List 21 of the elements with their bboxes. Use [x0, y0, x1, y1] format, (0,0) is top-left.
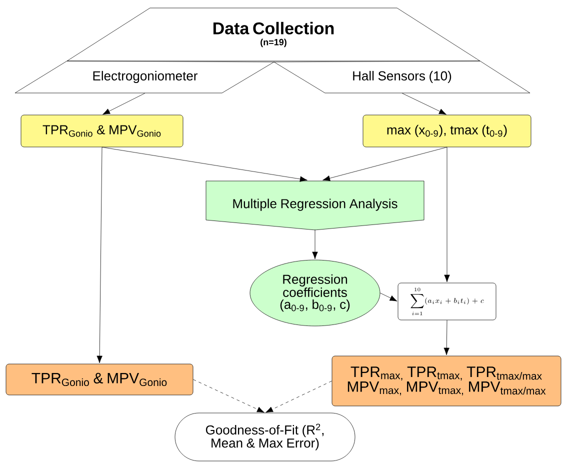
parallelogram-box: Hall Sensors (10) [274, 60, 530, 94]
arrow [266, 380, 332, 413]
arrow [402, 93, 446, 115]
process-box: TPR$_{Gonio}$ & MPV$_{Gonio}$ [20, 114, 184, 148]
arrow [102, 146, 308, 182]
process-box: TPR$_{Gonio}$ & MPV$_{Gonio}$ [6, 364, 194, 396]
arrow [444, 320, 450, 356]
arrow [312, 230, 318, 260]
pentagon-box: Multiple Regression Analysis [206, 180, 424, 230]
arrow [193, 379, 264, 413]
process-box: max (x$_{0-9}$), tmax (t$_{0-9}$) [362, 114, 532, 148]
process-box: TPR$_{max,}$ TPR$_{tmax,}$ TPR$_{tmax/max}$ MPV$_{max,}$ MPV$_{tmax,}$ MPV$_{tmax/max}$ [332, 356, 562, 406]
arrow [380, 292, 398, 302]
arrow [96, 146, 102, 364]
arrow [444, 146, 450, 282]
terminal-box: Goodness-of-Fit (R$^{2}$, Mean & Max Error) [174, 412, 356, 462]
parallelogram-box: Electrogoniometer [14, 60, 274, 94]
arrow [322, 146, 448, 182]
formula-box: $\sum_{i=1}^{10}(a_i x_i + b_i t_i) + c$ [398, 282, 496, 320]
trapezoid-box: Data Collection (n=19) [66, 8, 480, 62]
arrow [102, 93, 146, 115]
